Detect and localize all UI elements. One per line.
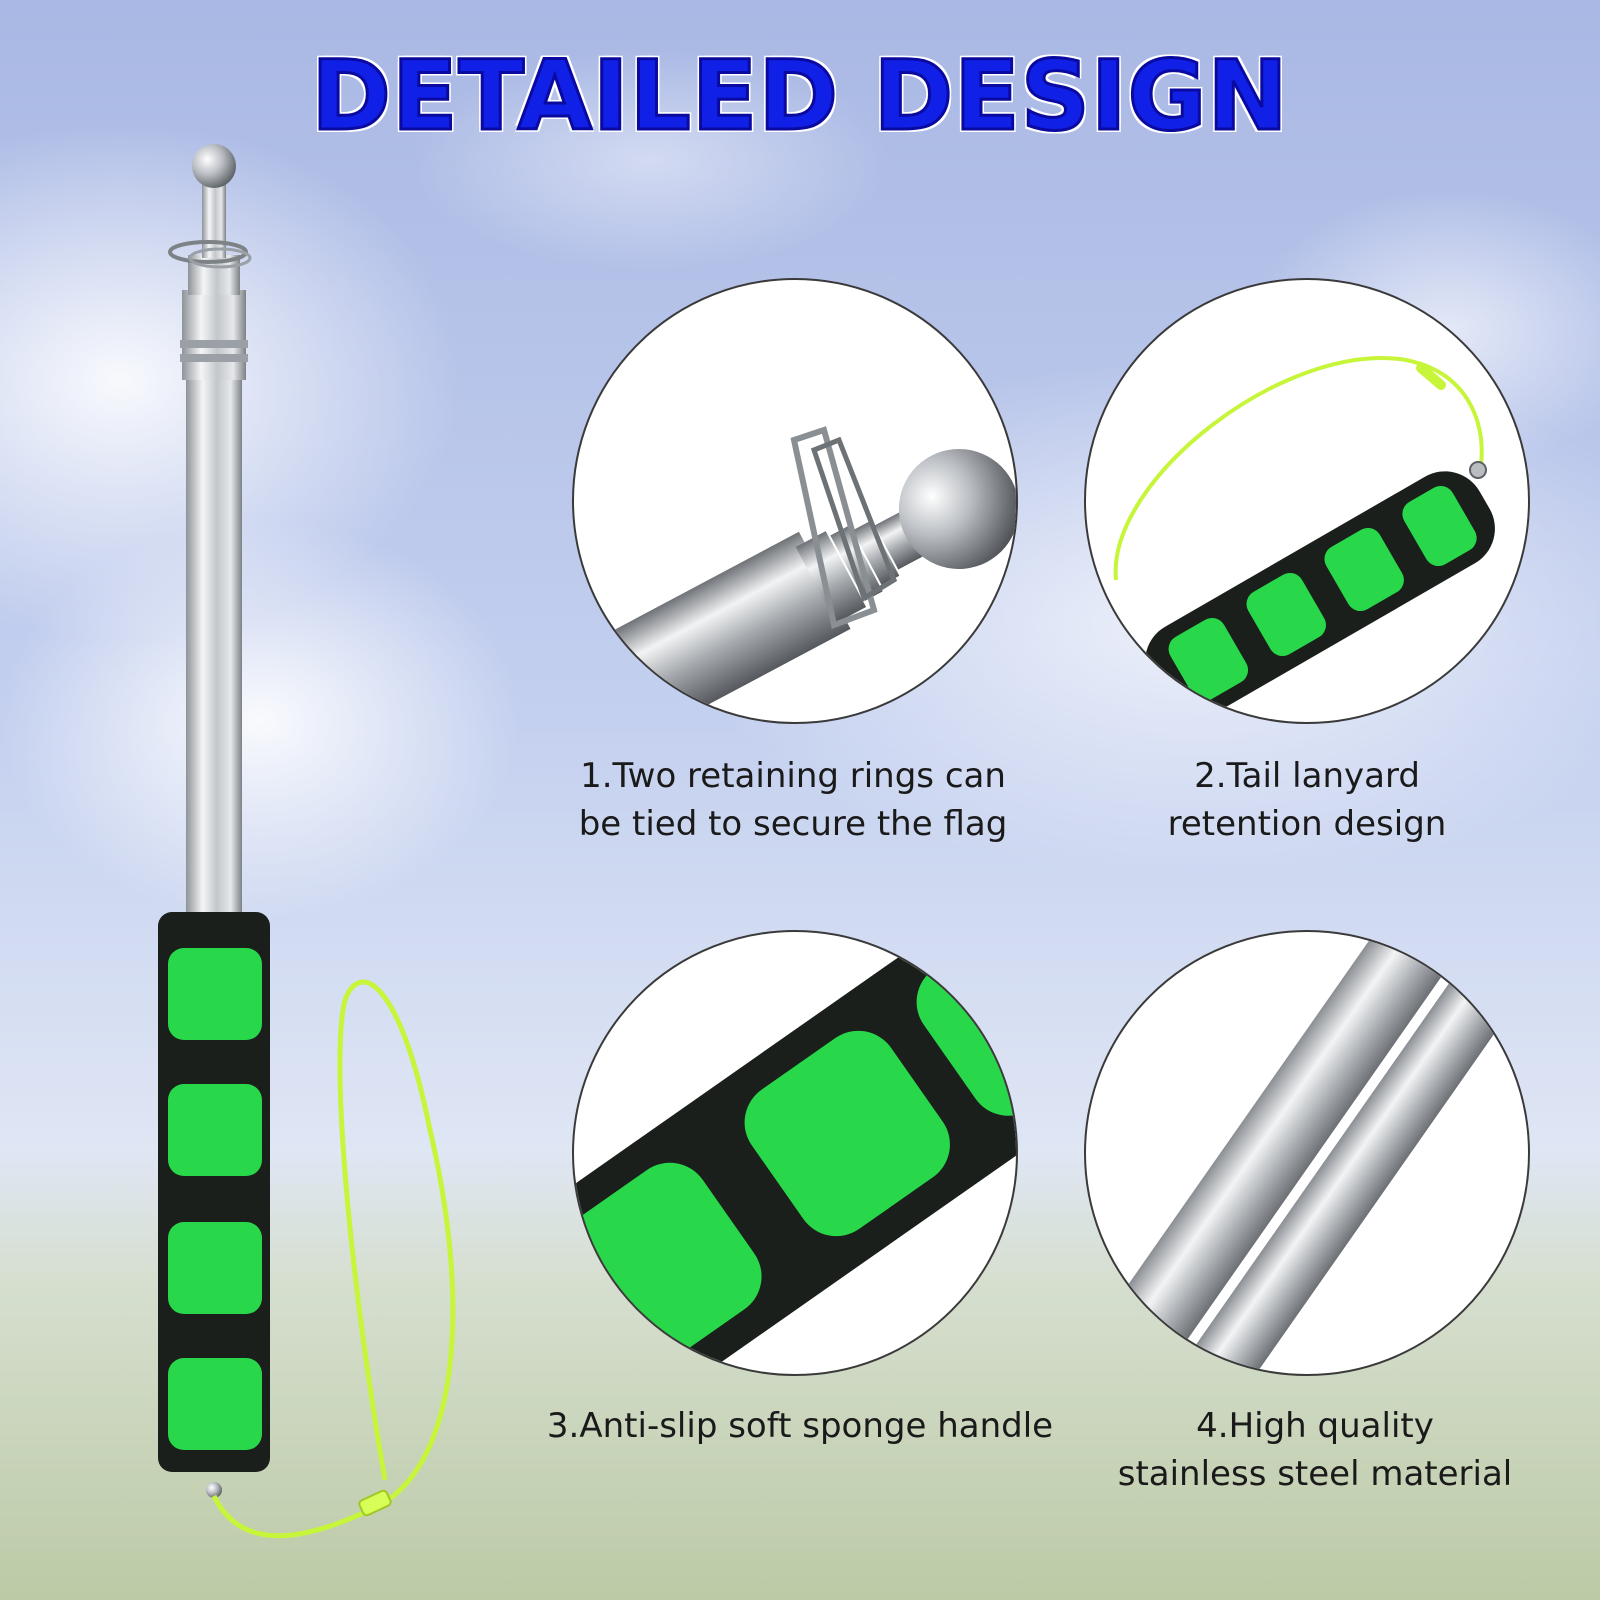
feature-caption-line: 3.Anti-slip soft sponge handle: [546, 1406, 1054, 1446]
steel-tube-icon: [1086, 932, 1528, 1374]
feature-caption-line: 4.High quality: [1196, 1406, 1434, 1446]
page-title: DETAILED DESIGN: [310, 39, 1289, 154]
flagpole-product: [158, 144, 456, 1539]
feature-caption-line: stainless steel material: [1117, 1454, 1513, 1494]
feature-caption-line: 2.Tail lanyard: [1194, 756, 1420, 796]
sponge-handle-icon: [574, 932, 1016, 1374]
detail-circle-sponge-handle: [572, 930, 1018, 1376]
lanyard-handle-icon: [1113, 356, 1495, 719]
detail-circle-retaining-rings: [572, 278, 1018, 724]
feature-caption-line: 1.Two retaining rings can: [580, 756, 1006, 796]
detail-circle-tail-lanyard: [1084, 278, 1530, 724]
feature-caption-line: retention design: [1167, 804, 1447, 844]
flagpole-top-ball-icon: [595, 426, 1016, 722]
feature-caption-4: 4.High quality stainless steel material: [1080, 1402, 1550, 1498]
detail-circle-stainless-steel: [1084, 930, 1530, 1376]
feature-caption-1: 1.Two retaining rings can be tied to sec…: [560, 752, 1026, 848]
feature-caption-line: be tied to secure the flag: [578, 804, 1008, 844]
feature-caption-2: 2.Tail lanyard retention design: [1090, 752, 1524, 848]
feature-caption-3: 3.Anti-slip soft sponge handle: [530, 1402, 1070, 1450]
